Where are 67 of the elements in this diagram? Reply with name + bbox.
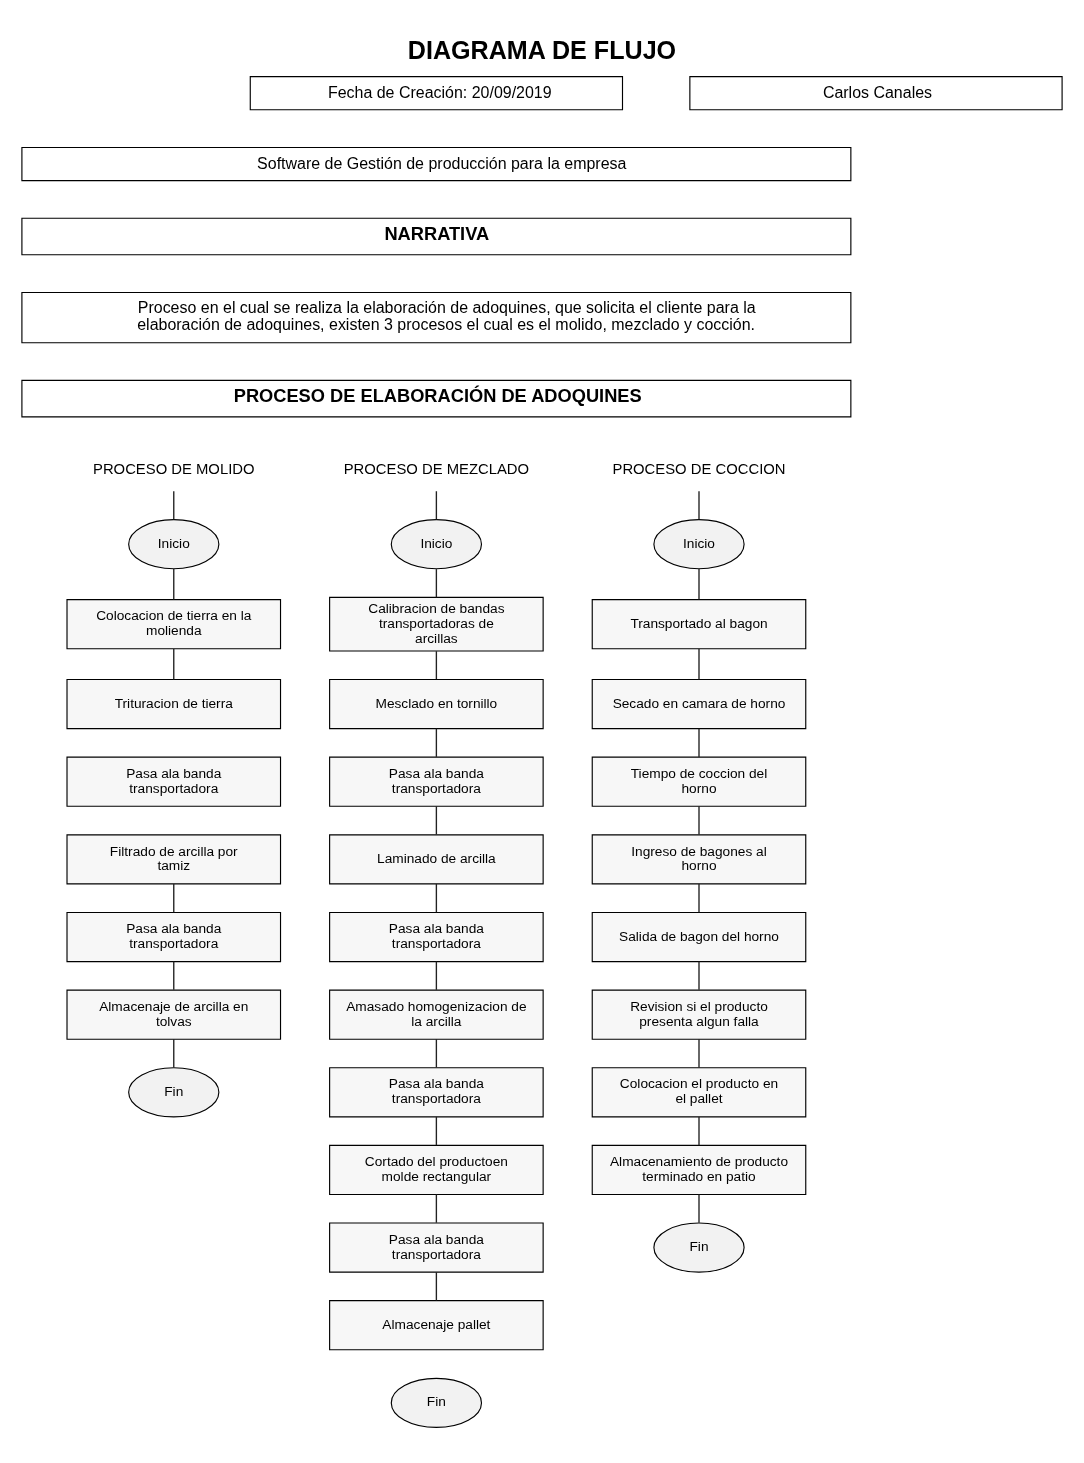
node-box: Colocacion de tierra en la molienda — [66, 599, 282, 650]
connector — [435, 568, 438, 598]
connector — [435, 728, 438, 758]
connector — [173, 960, 175, 991]
node-box: Trituracion de tierra — [66, 678, 282, 730]
connector — [435, 960, 438, 991]
node-text: PROCESO DE MOLIDO — [93, 461, 255, 478]
connector — [698, 1116, 700, 1146]
connector — [435, 805, 438, 836]
node-text: PROCESO DE MEZCLADO — [343, 461, 530, 478]
connector — [435, 650, 438, 680]
node-box: Pasa ala banda transportadora — [329, 1222, 544, 1273]
label: PROCESO DE ELABORACIÓN DE ADOQUINES — [233, 384, 642, 406]
node-ellipse: Inicio — [128, 519, 220, 570]
connector — [435, 1193, 438, 1224]
connector — [435, 1271, 438, 1302]
node-box: Revision si el producto presenta algun falla — [591, 989, 807, 1040]
connector — [173, 568, 175, 601]
node-ellipse: Fin — [653, 1222, 745, 1273]
node-box: Cortado del productoen molde rectangular — [329, 1144, 544, 1196]
connector — [698, 1038, 700, 1069]
node-box: Ingreso de bagones al horno — [591, 834, 807, 885]
node-text: PROCESO DE COCCION — [612, 461, 786, 478]
node-ellipse: Inicio — [390, 519, 483, 570]
connector — [435, 1116, 438, 1146]
connector — [435, 883, 438, 913]
node-box: Pasa ala banda transportadora — [329, 1067, 544, 1118]
connector — [698, 490, 700, 521]
node-box: Amasado homogenizacion de la arcilla — [329, 989, 544, 1040]
node-ellipse: Fin — [390, 1377, 483, 1428]
connector — [698, 805, 700, 836]
node-box: Almacenaje pallet — [329, 1300, 544, 1351]
node-box: Transportado al bagon — [591, 599, 807, 650]
node-box: Pasa ala banda transportadora — [329, 911, 544, 963]
connector — [698, 1193, 700, 1224]
node-box: Secado en camara de horno — [591, 678, 807, 730]
node-ellipse: Fin — [128, 1067, 220, 1118]
connector — [698, 960, 700, 991]
label: Software de Gestión de producción para la empresa — [257, 154, 627, 172]
connector — [698, 648, 700, 681]
node-box: Tiempo de coccion del horno — [591, 756, 807, 807]
diagram-title: DIAGRAMA DE FLUJO — [407, 36, 677, 65]
node-box: Pasa ala banda transportadora — [66, 911, 282, 963]
node-box: Salida de bagon del horno — [591, 911, 807, 963]
connector — [173, 1038, 175, 1069]
node-box: Colocacion el producto en el pallet — [591, 1067, 807, 1118]
label: Fecha de Creación: 20/09/2019 — [327, 84, 552, 102]
connector — [173, 490, 175, 521]
node-box: Almacenamiento de producto terminado en patio — [591, 1144, 807, 1196]
node-box: Mesclado en tornillo — [329, 678, 544, 730]
node-box: Laminado de arcilla — [329, 834, 544, 885]
connector — [435, 1038, 438, 1069]
connector — [435, 490, 438, 521]
connector — [698, 568, 700, 601]
label: Carlos Canales — [822, 84, 933, 102]
connector — [698, 728, 700, 758]
connector — [173, 883, 175, 913]
node-box: Calibracion de bandas transportadoras de arcillas — [329, 596, 544, 652]
label: NARRATIVA — [384, 222, 490, 244]
connector — [698, 883, 700, 913]
node-ellipse: Inicio — [653, 519, 745, 570]
node-box: Almacenaje de arcilla en tolvas — [66, 989, 282, 1040]
node-box: Pasa ala banda transportadora — [329, 756, 544, 807]
node-box: Pasa ala banda transportadora — [66, 756, 282, 807]
node-box: Filtrado de arcilla por tamiz — [66, 834, 282, 885]
label: Proceso en el cual se realiza la elaboración de adoquines, que solicita el cliente para la elaboración de adoquines, existen 3 procesos el cual es el molido, mezclado y cocción. — [137, 299, 756, 334]
connector — [173, 648, 175, 681]
